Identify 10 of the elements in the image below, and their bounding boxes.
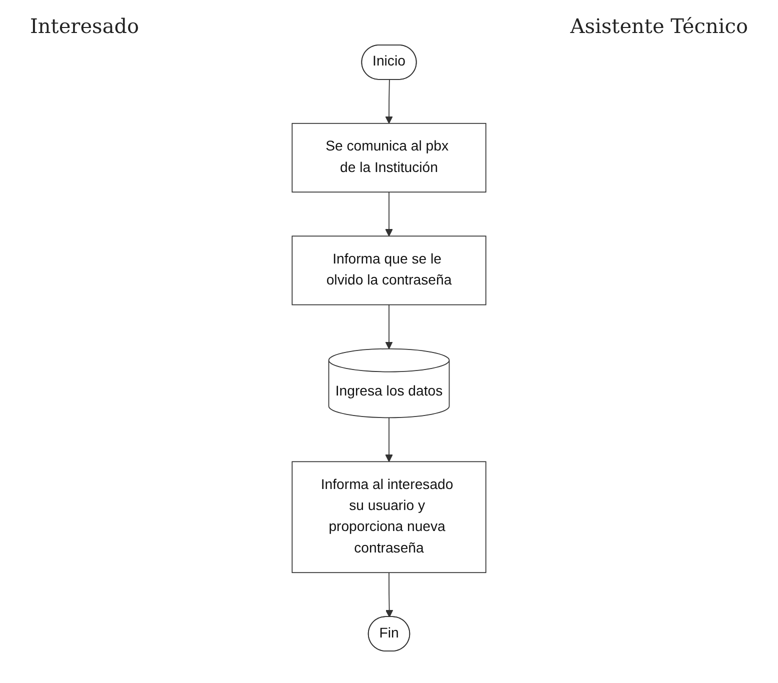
arrow [385, 192, 393, 236]
lane-heading: Asistente Técnico [570, 14, 748, 38]
arrow [385, 417, 393, 462]
arrow [385, 79, 393, 124]
arrow [385, 304, 393, 350]
node-box: Informa que se le olvido la contraseña [292, 236, 486, 306]
lane-heading: Interesado [30, 14, 140, 38]
node-box: Informa al interesado su usuario y proporciona nueva contraseña [292, 461, 486, 574]
node-box: Se comunica al pbx de la Institución [292, 122, 486, 193]
arrow [385, 572, 394, 618]
